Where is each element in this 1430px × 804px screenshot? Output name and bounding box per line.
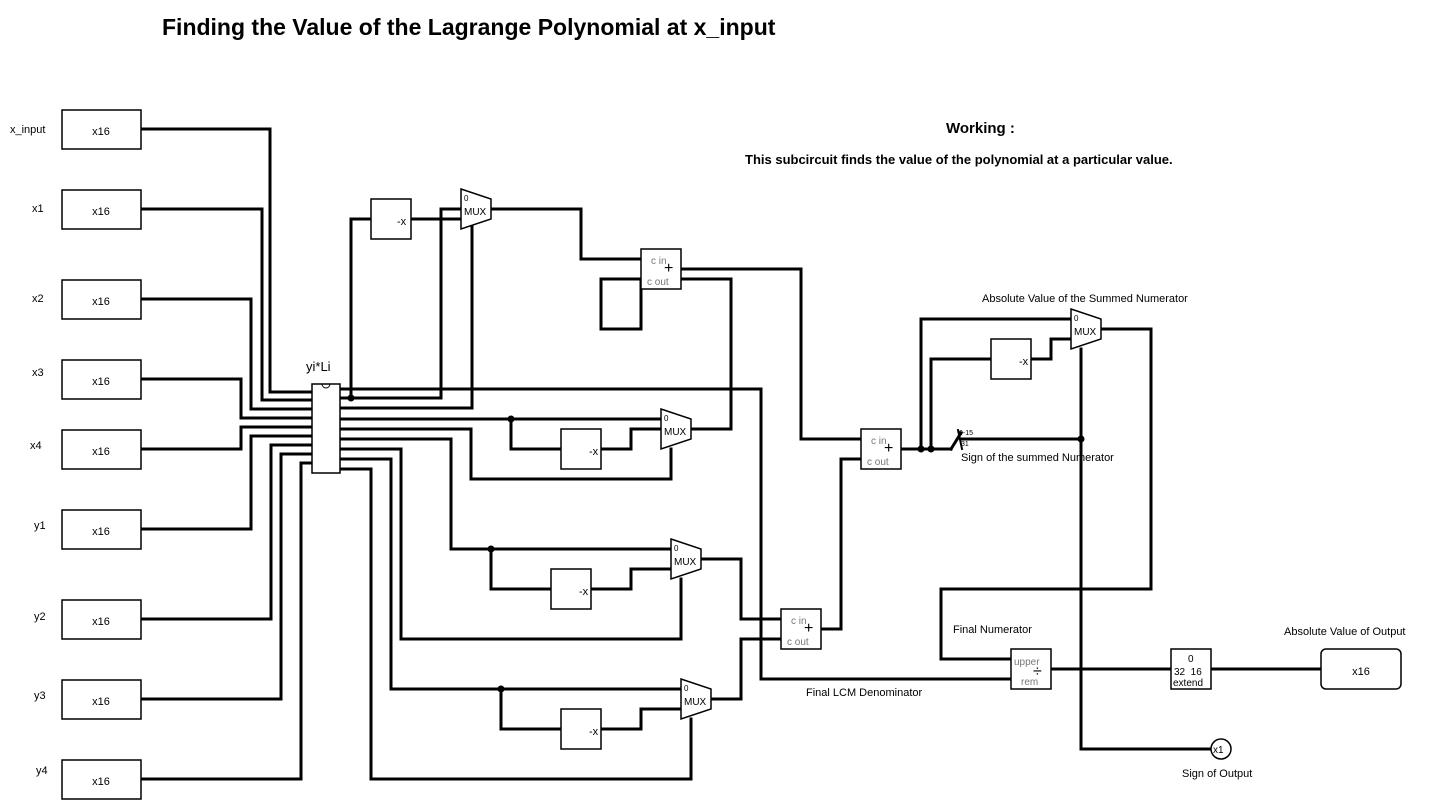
svg-text:+: + [884, 440, 893, 457]
svg-text:MUX: MUX [1074, 327, 1097, 338]
input-label: x2 [32, 293, 44, 305]
svg-text:31: 31 [961, 441, 969, 448]
input-label: y2 [34, 611, 46, 623]
svg-text:c in: c in [651, 256, 667, 267]
mux-4[interactable]: 0 MUX [680, 677, 712, 721]
svg-text:0-15: 0-15 [959, 430, 973, 437]
negator-2[interactable]: -x [560, 428, 602, 470]
adder-1[interactable]: c in c out + [640, 248, 682, 290]
negator-4[interactable]: -x [560, 708, 602, 750]
svg-text:+: + [664, 260, 673, 277]
svg-text:MUX: MUX [674, 557, 697, 568]
svg-text:c out: c out [787, 637, 809, 648]
output-value: x16 [1352, 666, 1370, 678]
notch-icon [321, 383, 331, 389]
mux-1[interactable]: 0 MUX [460, 187, 492, 231]
splitter[interactable]: 0-15 31 [956, 428, 973, 451]
mux-3[interactable]: 0 MUX [670, 537, 702, 581]
input-pin-x1[interactable]: x1 x16 [32, 189, 142, 230]
svg-text:0: 0 [684, 684, 689, 693]
output-pin-sign[interactable]: x1 [1210, 738, 1232, 760]
svg-text:MUX: MUX [664, 427, 687, 438]
bit-extender[interactable]: 0 32 16 extend [1170, 648, 1212, 690]
final-lcm-label: Final LCM Denominator [806, 687, 922, 699]
output-pin-abs[interactable]: x16 [1320, 648, 1402, 690]
input-pin-x-input[interactable]: x_input x16 [10, 109, 142, 150]
svg-text:0: 0 [464, 194, 469, 203]
svg-text:c out: c out [647, 277, 669, 288]
divider[interactable]: upper rem ÷ [1010, 648, 1052, 690]
negator-1[interactable]: -x [370, 198, 412, 240]
input-pins: x_input x16 x1 x16 x2 x16 x3 x16 x4 x16 … [10, 109, 142, 800]
input-label: y3 [34, 690, 46, 702]
mux-2[interactable]: 0 MUX [660, 407, 692, 451]
negator-5[interactable]: -x [990, 338, 1032, 380]
svg-text:c in: c in [791, 616, 807, 627]
input-value: x16 [92, 296, 110, 308]
svg-text:MUX: MUX [464, 207, 487, 218]
svg-text:MUX: MUX [684, 697, 707, 708]
junction-dots [347, 394, 1085, 693]
output-value: x1 [1213, 745, 1224, 756]
adder-2[interactable]: c in c out + [860, 428, 902, 470]
input-label: x_input [10, 124, 45, 136]
input-value: x16 [92, 126, 110, 138]
input-label: y4 [36, 765, 48, 777]
svg-text:-x: -x [589, 446, 599, 458]
abs-numerator-label: Absolute Value of the Summed Numerator [982, 293, 1188, 305]
svg-text:+: + [804, 620, 813, 637]
adder-3[interactable]: c in c out + [780, 608, 822, 650]
subcircuit-yi-li[interactable]: yi*Li [306, 359, 341, 474]
svg-text:-x: -x [589, 726, 599, 738]
svg-text:extend: extend [1173, 678, 1203, 689]
final-numerator-label: Final Numerator [953, 624, 1032, 636]
svg-text:c out: c out [867, 457, 889, 468]
svg-text:0: 0 [674, 544, 679, 553]
svg-text:upper: upper [1014, 657, 1040, 668]
page-title: Finding the Value of the Lagrange Polyno… [162, 14, 776, 40]
input-value: x16 [92, 526, 110, 538]
input-value: x16 [92, 446, 110, 458]
svg-text:-x: -x [579, 586, 589, 598]
input-label: x4 [30, 440, 42, 452]
input-label: y1 [34, 520, 46, 532]
svg-text:rem: rem [1021, 677, 1038, 688]
input-pin-x2[interactable]: x2 x16 [32, 279, 142, 320]
input-pin-y3[interactable]: y3 x16 [34, 679, 142, 720]
input-value: x16 [92, 776, 110, 788]
abs-output-label: Absolute Value of Output [1284, 626, 1406, 638]
svg-text:-x: -x [1019, 356, 1029, 368]
svg-text:32 16: 32 16 [1174, 667, 1202, 678]
svg-text:-x: -x [397, 216, 407, 228]
input-label: x1 [32, 203, 44, 215]
subcircuit-label: yi*Li [306, 359, 331, 374]
input-value: x16 [92, 206, 110, 218]
input-pin-x4[interactable]: x4 x16 [30, 429, 142, 470]
sign-output-label: Sign of Output [1182, 768, 1252, 780]
svg-text:0: 0 [1188, 654, 1194, 665]
input-pin-x3[interactable]: x3 x16 [32, 359, 142, 400]
input-value: x16 [92, 376, 110, 388]
input-label: x3 [32, 367, 44, 379]
input-pin-y2[interactable]: y2 x16 [34, 599, 142, 640]
svg-text:÷: ÷ [1033, 663, 1042, 680]
working-heading: Working : [946, 120, 1015, 137]
mux-5[interactable]: 0 MUX [1070, 307, 1102, 351]
input-value: x16 [92, 696, 110, 708]
input-pin-y1[interactable]: y1 x16 [34, 509, 142, 550]
svg-text:0: 0 [1074, 314, 1079, 323]
input-value: x16 [92, 616, 110, 628]
wires [139, 127, 1323, 781]
svg-text:c in: c in [871, 436, 887, 447]
working-description: This subcircuit finds the value of the p… [745, 152, 1173, 167]
svg-text:0: 0 [664, 414, 669, 423]
sign-numerator-label: Sign of the summed Numerator [961, 452, 1114, 464]
input-pin-y4[interactable]: y4 x16 [36, 759, 142, 800]
negator-3[interactable]: -x [550, 568, 592, 610]
